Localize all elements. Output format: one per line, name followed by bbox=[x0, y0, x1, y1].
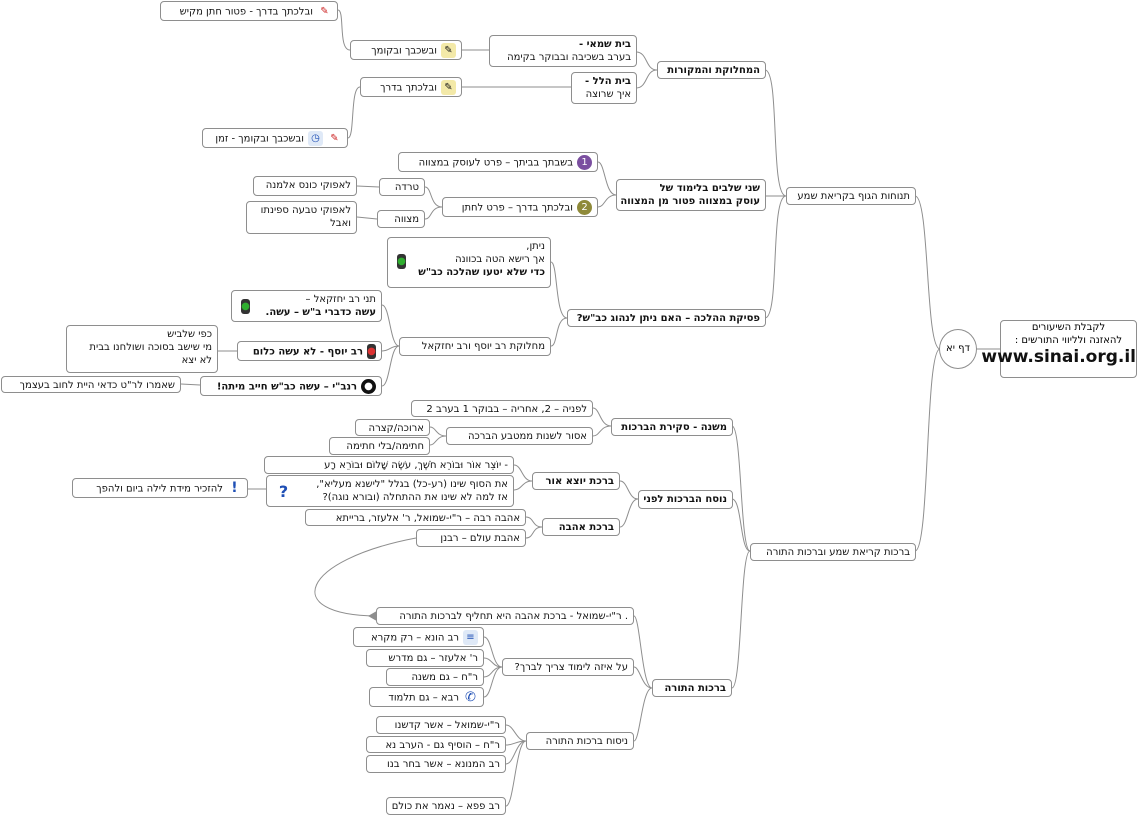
node-rav-yosef-yechezkel[interactable]: מחלוקת רב יוסף ורב יחזקאל bbox=[399, 337, 551, 356]
node-ranbi[interactable]: ●רנב"י – עשה כב"ש חייב מיתה! bbox=[200, 376, 382, 396]
node-walking-groom[interactable]: ✎ובלכתך בדרך - פטור חתן מקיש bbox=[160, 1, 338, 21]
node-sukkah[interactable]: כפי שלביש מי שישב בסוכה ושולחנו בבית לא … bbox=[66, 325, 218, 373]
node-lying-rising-a[interactable]: ✎ובשכבך ובקומך bbox=[350, 40, 462, 60]
traffic-light-icon: ● bbox=[367, 344, 376, 359]
node-rav-yechezkel[interactable]: ● תני רב יחזקאל – עשה כדברי ב"ש – עשה. bbox=[231, 290, 382, 322]
node-rava[interactable]: ✆רבא – גם תלמוד bbox=[369, 687, 484, 707]
site-box[interactable]: לקבלת השיעורים להאזנה ולליווי התורשים : … bbox=[981, 320, 1137, 378]
node-ahava-raba[interactable]: אהבה רבה – ר"י-שמואל, ר' אלעזר, ברייתא bbox=[305, 509, 526, 526]
question-icon: ? bbox=[278, 482, 289, 501]
node-r-elazar[interactable]: ר' אלעזר – גם מדרש bbox=[366, 649, 484, 667]
node-no-change[interactable]: אסור לשנות ממטבע הברכה bbox=[446, 427, 593, 445]
node-substitute[interactable]: . ר"י-שמואל - ברכת אהבה היא תחליף לברכות… bbox=[376, 607, 634, 625]
node-rav-papa[interactable]: רב פפא – נאמר את כולם bbox=[386, 797, 506, 815]
node-haarev-na[interactable]: ר"ח – הוסיף גם - הערב נא bbox=[366, 736, 506, 753]
node-asher-bachar[interactable]: רב המנונא – אשר בחר בנו bbox=[366, 755, 506, 773]
node-ruling[interactable]: פסיקת ההלכה – האם ניתן לנהוג כב"ש? bbox=[567, 309, 766, 327]
node-beit-hillel[interactable]: בית הלל - איך שרוצה bbox=[571, 72, 637, 104]
node-rabbi-tarfon[interactable]: שאמרו לר"ט כדאי היית לחוב בעצמך bbox=[1, 376, 181, 393]
node-dispute-sources[interactable]: המחלוקת והמקורות bbox=[657, 61, 766, 79]
site-line1: לקבלת השיעורים bbox=[1031, 322, 1106, 333]
node-asher-kideshanu[interactable]: ר"י-שמואל – אשר קדשנו bbox=[376, 716, 506, 734]
node-ahava[interactable]: ברכת אהבה bbox=[542, 518, 620, 536]
node-beit-shammai[interactable]: בית שמאי - בערב בשכיבה ובבוקר בקימה bbox=[489, 35, 637, 67]
pencil-icon: ✎ bbox=[330, 133, 339, 144]
node-yotzer-text[interactable]: - יוֹצֵר אוֹר וּבוֹרֵא חֹשֶׁךְ, עֹשֶׂה ש… bbox=[264, 456, 514, 474]
memo-icon: ✎ bbox=[441, 43, 456, 58]
number-one-icon: 1 bbox=[577, 155, 592, 170]
traffic-light-icon: ● bbox=[397, 254, 406, 269]
node-mitzvah[interactable]: מצווה bbox=[377, 210, 425, 228]
branch-blessings[interactable]: ברכות קריאת שמע וברכות התורה bbox=[750, 543, 916, 561]
node-lishna-maalya[interactable]: ? את הסוף שינו (רע-כל) בגלל "לישנא מעליא… bbox=[266, 475, 514, 507]
exclamation-icon: ! bbox=[231, 480, 238, 496]
node-long-short[interactable]: ארוכה/קצרה bbox=[355, 419, 430, 436]
node-ahavat-olam[interactable]: אהבת עולם – רבנן bbox=[416, 529, 526, 547]
node-r-chiya[interactable]: ר"ח – גם משנה bbox=[386, 668, 484, 686]
node-distraction[interactable]: טרדה bbox=[379, 178, 425, 196]
node-lying-rising-time[interactable]: ✎◷ובשכבך ובקומך - זמן bbox=[202, 128, 348, 148]
node-two-stages[interactable]: שני שלבים בלימוד של עוסק במצווה פטור מן … bbox=[616, 179, 766, 211]
root-node[interactable]: דף יא bbox=[939, 329, 977, 369]
bomb-icon: ● bbox=[361, 379, 376, 394]
pencil-icon: ✎ bbox=[320, 6, 329, 17]
site-line2: להאזנה ולליווי התורשים : bbox=[1014, 335, 1123, 346]
node-night-day[interactable]: !להזכיר מידת לילה ביום ולהפך bbox=[72, 478, 248, 498]
clock-icon: ◷ bbox=[308, 131, 323, 146]
memo-icon: ✎ bbox=[441, 80, 456, 95]
node-ending[interactable]: חתימה/בלי חתימה bbox=[329, 437, 430, 455]
phone-icon: ✆ bbox=[465, 690, 476, 705]
node-sitting-home[interactable]: 1בשבתך בביתך – פרט לעוסק במצווה bbox=[398, 152, 598, 172]
node-rav-huna[interactable]: ≡רב הונא – רק מקרא bbox=[353, 627, 484, 647]
node-torah-blessings[interactable]: ברכות התורה bbox=[652, 679, 732, 697]
node-rav-yosef[interactable]: ●רב יוסף - לא עשה כלום bbox=[237, 341, 382, 361]
node-which-study[interactable]: על איזה לימוד צריך לברך? bbox=[502, 658, 634, 676]
number-two-icon: 2 bbox=[577, 200, 592, 215]
traffic-light-icon: ● bbox=[241, 299, 250, 314]
node-walking-b[interactable]: ✎ובלכתך בדרך bbox=[360, 77, 462, 97]
node-ship-mourner[interactable]: לאפוקי טבעה ספינתו ואבל bbox=[246, 201, 357, 234]
node-before-after[interactable]: לפניה – 2, אחריה – בבוקר 1 בערב 2 bbox=[411, 400, 593, 417]
node-walking-groom-2[interactable]: 2ובלכתך בדרך – פרט לחתן bbox=[442, 197, 598, 217]
node-widow[interactable]: לאפוקי כונס אלמנה bbox=[253, 176, 357, 196]
node-nusach[interactable]: נוסח הברכות לפני bbox=[638, 490, 733, 509]
node-mishna-overview[interactable]: משנה - סקירת הברכות bbox=[611, 418, 733, 436]
node-nusach-torah[interactable]: ניסוח ברכות התורה bbox=[526, 732, 634, 750]
list-icon: ≡ bbox=[463, 630, 478, 645]
site-url[interactable]: www.sinai.org.il bbox=[981, 347, 1136, 367]
node-yotzer-or[interactable]: ברכת יוצא אור bbox=[532, 472, 620, 490]
node-possible[interactable]: ● ניתן, אך רישא הטה בכוונה כדי שלא יטעו … bbox=[387, 237, 551, 288]
branch-body-positions[interactable]: תנוחות הגוף בקריאת שמע bbox=[786, 187, 916, 205]
